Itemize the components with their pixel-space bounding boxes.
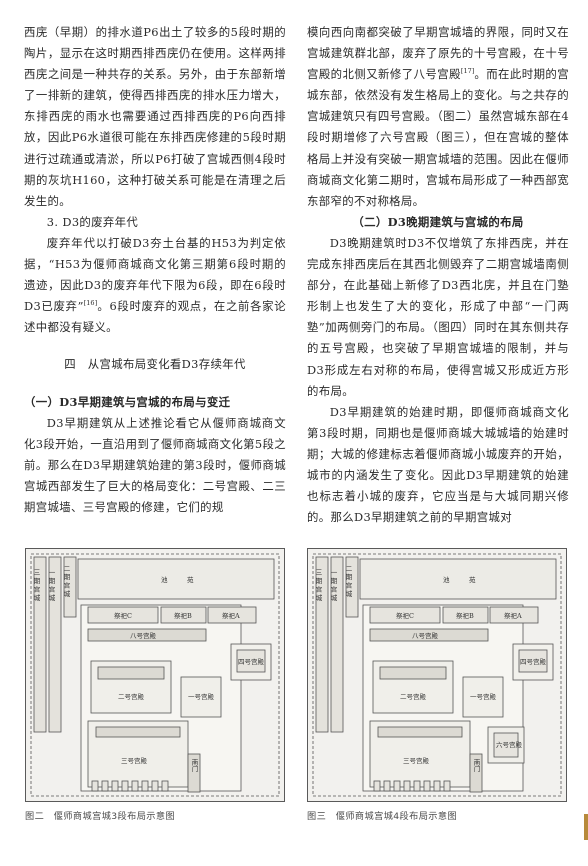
south-gate: [469, 753, 483, 793]
pool-garden: [77, 558, 275, 600]
label-palace-2: 二号宫殿: [118, 692, 145, 701]
label-palace-8: 八号宫殿: [130, 631, 157, 640]
section-title: 四 从宫城布局变化看D3存续年代: [64, 357, 246, 372]
label-palace-3: 三号宫殿: [403, 756, 430, 765]
phase3-wall: [315, 556, 329, 733]
sacrifice-b: [160, 606, 207, 624]
label-phase3: 三期宫城: [314, 569, 322, 603]
palace-1: [462, 676, 504, 718]
palace-8: [87, 628, 207, 642]
sacrifice-a: [207, 606, 257, 624]
sacrifice-b: [442, 606, 489, 624]
phase1-wall: [330, 556, 344, 733]
figure-palace-layout-stage4: 三期宫城 一期宫城 二期宫城 池 苑 祭祀C 祭祀B 祭祀A 八号宫殿 四号宫殿…: [307, 548, 567, 802]
label-palace-4: 四号宫殿: [238, 657, 265, 666]
subsection-title: （二）D3晚期建筑与宫城的布局: [352, 214, 524, 229]
paragraph: D3早期建筑的始建时期，即偃师商城商文化第3段时期，同期也是偃师商城大城城墙的始…: [307, 404, 569, 525]
label-palace-1: 一号宫殿: [470, 692, 497, 701]
label-sacrifice-a: 祭祀A: [504, 611, 522, 620]
label-sacrifice-b: 祭祀B: [174, 611, 192, 620]
phase1-wall: [48, 556, 62, 733]
palace-plan-diagram: 三期宫城 一期宫城 二期宫城 池 苑 祭祀C 祭祀B 祭祀A 八号宫殿 四号宫殿…: [312, 553, 562, 797]
label-phase2: 二期宫城: [62, 565, 70, 599]
label-palace-6: 六号宫殿: [496, 740, 523, 749]
label-palace-1: 一号宫殿: [188, 692, 215, 701]
palace-8: [369, 628, 489, 642]
right-text-column: 模向西向南都突破了早期宫城墙的界限，同时又在宫城建筑群北部，废弃了原先的十号宫殿…: [307, 22, 569, 528]
label-south-gate: 南门: [472, 758, 480, 774]
paragraph: 模向西向南都突破了早期宫城墙的界限，同时又在宫城建筑群北部，废弃了原先的十号宫殿…: [307, 25, 569, 208]
left-text-column: 西庑（早期）的排水道P6出土了较多的5段时期的陶片，显示在这时期西排西庑仍在使用…: [24, 22, 286, 518]
label-pool: 池 苑: [443, 575, 476, 584]
footnote-ref[interactable]: [17]: [460, 67, 475, 76]
figure-palace-layout-stage3: 三期宫城 一期宫城 二期宫城 池 苑 祭祀C 祭祀B 祭祀A 八号宫殿 四号宫殿…: [25, 548, 285, 802]
label-palace-2: 二号宫殿: [400, 692, 427, 701]
subheading-d3-abandon: 3. D3的废弃年代: [46, 214, 139, 229]
label-phase3: 三期宫城: [32, 569, 40, 603]
label-pool: 池 苑: [161, 575, 194, 584]
label-south-gate: 南门: [190, 758, 198, 774]
label-phase1: 一期宫城: [329, 569, 337, 603]
sacrifice-c: [87, 606, 159, 624]
paragraph: D3晚期建筑时D3不仅增筑了东排西庑，并在完成东排西庑后在其西北侧毁弃了二期宫城…: [307, 235, 569, 398]
label-sacrifice-a: 祭祀A: [222, 611, 240, 620]
pool-garden: [359, 558, 557, 600]
south-gate: [187, 753, 201, 793]
label-sacrifice-c: 祭祀C: [114, 611, 132, 620]
footnote-ref[interactable]: [16]: [83, 299, 98, 308]
page-edge-tab: [584, 814, 588, 840]
label-palace-8: 八号宫殿: [412, 631, 439, 640]
label-phase2: 二期宫城: [344, 565, 352, 599]
palace-1: [180, 676, 222, 718]
phase2-wall: [345, 556, 359, 618]
palace-plan-diagram: 三期宫城 一期宫城 二期宫城 池 苑 祭祀C 祭祀B 祭祀A 八号宫殿 四号宫殿…: [30, 553, 280, 797]
sacrifice-c: [369, 606, 441, 624]
paragraph: D3早期建筑从上述推论看它从偃师商城商文化3段开始，一直沿用到了偃师商城商文化第…: [24, 415, 286, 514]
paragraph: 西庑（早期）的排水道P6出土了较多的5段时期的陶片，显示在这时期西排西庑仍在使用…: [24, 25, 286, 208]
figure-caption: 图二 偃师商城宫城3段布局示意图: [25, 811, 176, 822]
subsection-title: （一）D3早期建筑与宫城的布局与变迁: [24, 394, 231, 409]
figure-caption: 图三 偃师商城宫城4段布局示意图: [307, 811, 458, 822]
label-sacrifice-b: 祭祀B: [456, 611, 474, 620]
label-palace-3: 三号宫殿: [121, 756, 148, 765]
phase3-wall: [33, 556, 47, 733]
phase2-wall: [63, 556, 77, 618]
label-palace-4: 四号宫殿: [520, 657, 547, 666]
paragraph: 废弃年代以打破D3夯土台基的H53为判定依据，“H53为偃师商城商文化第三期第6…: [24, 235, 286, 335]
label-sacrifice-c: 祭祀C: [396, 611, 414, 620]
sacrifice-a: [489, 606, 539, 624]
label-phase1: 一期宫城: [47, 569, 55, 603]
